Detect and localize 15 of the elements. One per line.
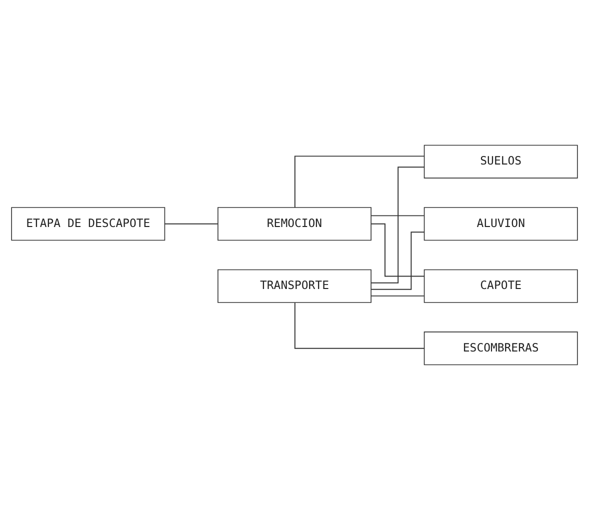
node-box: ESCOMBRERAS <box>424 331 578 365</box>
node-box: REMOCION <box>218 206 372 240</box>
connector <box>370 222 425 276</box>
node-box: ALUVION <box>424 206 578 240</box>
node-box: CAPOTE <box>424 268 578 302</box>
connector <box>370 214 424 216</box>
connector <box>370 231 425 290</box>
node-box: SUELOS <box>424 144 578 178</box>
node-box: ETAPA DE DESCAPOTE <box>11 206 166 240</box>
connector <box>370 294 424 296</box>
connector <box>164 222 218 224</box>
connector <box>294 302 425 348</box>
node-box: TRANSPORTE <box>218 268 372 302</box>
connector <box>294 155 425 208</box>
connector <box>370 166 425 283</box>
